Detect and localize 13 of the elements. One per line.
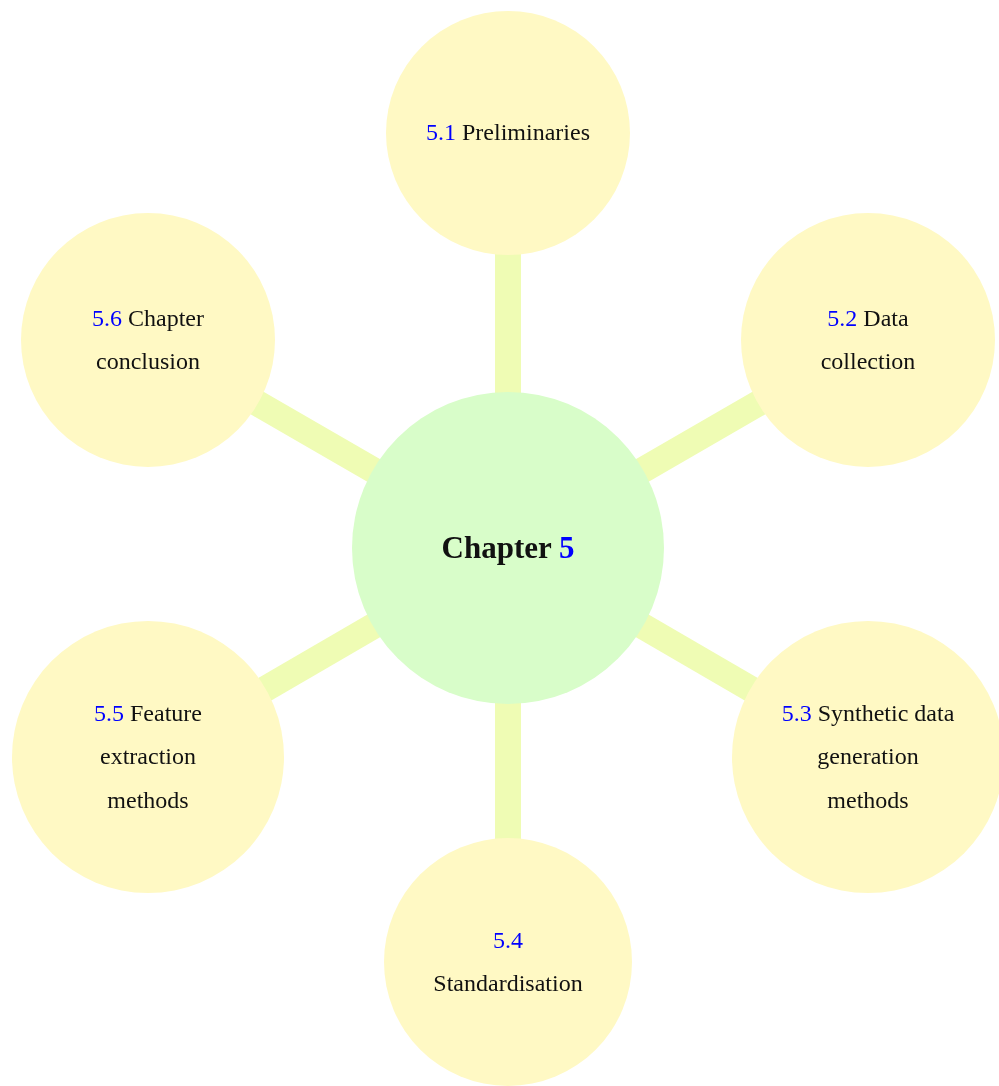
section-label: 5.6 Chapter conclusion — [91, 303, 205, 376]
connector-band — [257, 614, 382, 701]
section-label: 5.5 Feature extraction methods — [93, 699, 203, 815]
connector-band — [495, 253, 521, 394]
connector-band — [634, 391, 767, 483]
section-label: 5.4 Standardisation — [432, 925, 584, 998]
section-label: 5.1 Preliminaries — [426, 118, 590, 148]
section-label: 5.2 Data collection — [819, 303, 917, 376]
connector-band — [495, 702, 521, 840]
connector-band — [249, 391, 382, 483]
chapter-title: Chapter 5 — [441, 529, 575, 568]
section-label: 5.3 Synthetic data generation methods — [780, 699, 956, 815]
connector-band — [634, 614, 759, 701]
